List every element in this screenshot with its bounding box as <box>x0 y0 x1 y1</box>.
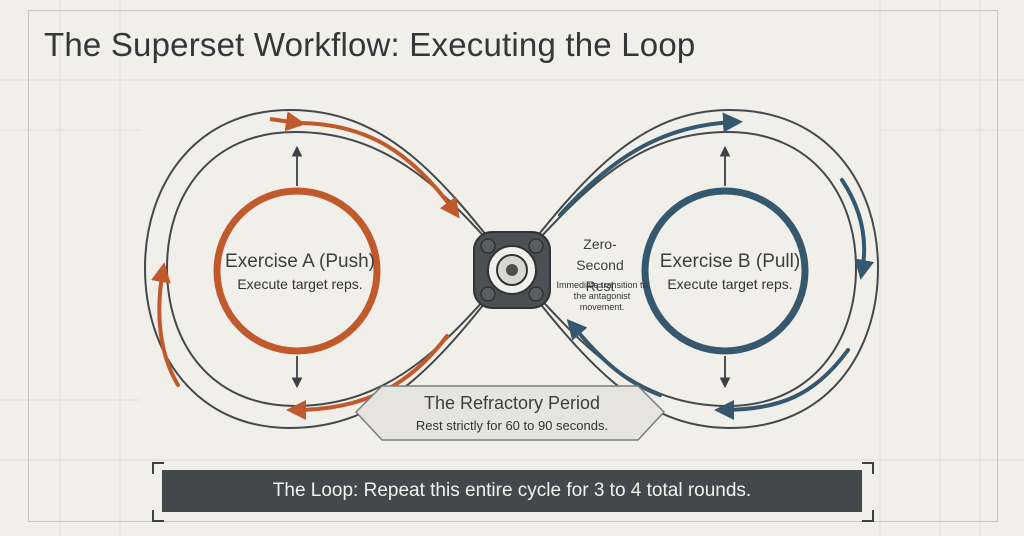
exercise-b-subtitle: Execute target reps. <box>667 276 793 292</box>
zero-rest-title: Zero-Second Rest <box>576 236 624 294</box>
bracket-bottom-left <box>152 510 164 522</box>
exercise-b-ring <box>641 187 809 355</box>
page-title: The Superset Workflow: Executing the Loo… <box>44 26 696 63</box>
bracket-bottom-right <box>862 510 874 522</box>
diagram-frame <box>28 10 998 522</box>
exercise-b-title: Exercise B (Pull) <box>659 251 801 272</box>
bracket-top-left <box>152 462 164 474</box>
loop-text: The Loop: Repeat this entire cycle for 3… <box>272 480 752 501</box>
loop-banner: The Loop: Repeat this entire cycle for 3… <box>162 470 862 512</box>
gear-hub-icon <box>473 231 551 309</box>
pull-flow-arrows <box>558 112 875 420</box>
bracket-top-right <box>862 462 874 474</box>
connector-arrows <box>291 145 731 389</box>
refractory-subtitle: Rest strictly for 60 to 90 seconds. <box>415 418 609 433</box>
exercise-a-ring <box>213 187 381 355</box>
exercise-a-subtitle: Execute target reps. <box>237 276 363 292</box>
exercise-a-title: Exercise A (Push) <box>225 251 375 272</box>
zero-rest-subtitle: Immediate transition to the antagonist m… <box>556 280 648 312</box>
refractory-title: The Refractory Period <box>423 393 601 413</box>
push-top-arrowhead <box>269 111 306 132</box>
refractory-panel <box>354 385 666 441</box>
